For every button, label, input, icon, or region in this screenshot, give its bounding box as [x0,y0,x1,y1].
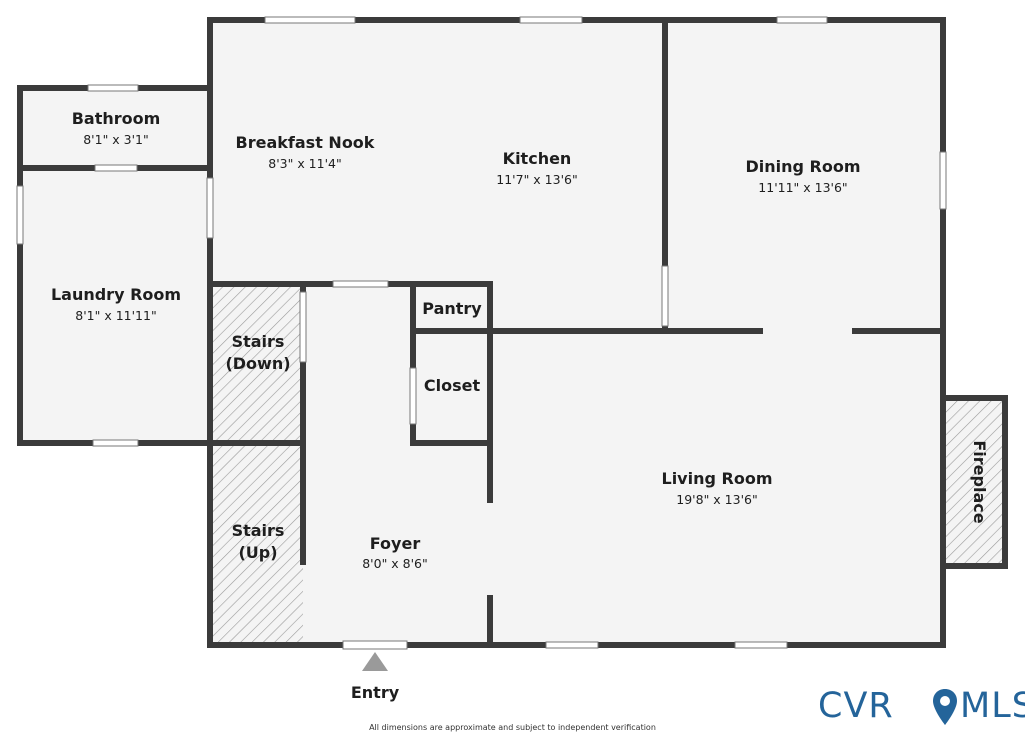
bathroom-dims: 8'1" x 3'1" [83,132,149,147]
logo-text-right: MLS [960,686,1025,726]
pantry-label: Pantry [422,299,482,318]
cvrmls-logo: CVR MLS [818,686,1025,726]
dining-label: Dining Room [745,157,860,176]
kitchen-label: Kitchen [503,149,572,168]
stairs-up-label-2: (Up) [238,543,277,562]
stairs-down-label-1: Stairs [232,332,285,351]
entry-arrow-icon [362,652,388,671]
floor-areas [20,20,1005,645]
foyer-dims: 8'0" x 8'6" [362,556,428,571]
fireplace-label: Fireplace [970,440,989,523]
map-pin-icon [933,689,957,725]
stairs-down-label-2: (Down) [225,354,290,373]
disclaimer: All dimensions are approximate and subje… [369,723,656,732]
living-label: Living Room [662,469,773,488]
foyer-label: Foyer [370,534,421,553]
breakfast-dims: 8'3" x 11'4" [268,156,341,171]
entry-label: Entry [350,683,400,702]
kitchen-dims: 11'7" x 13'6" [496,172,577,187]
fireplace-hatch [943,398,1005,566]
stairs-down-hatch [213,286,303,441]
bathroom-label: Bathroom [72,109,161,128]
windows [16,16,947,650]
dining-dims: 11'11" x 13'6" [758,180,847,195]
living-dims: 19'8" x 13'6" [676,492,757,507]
stairs-up-label-1: Stairs [232,521,285,540]
stairs-up-hatch [213,445,303,642]
breakfast-label: Breakfast Nook [236,133,375,152]
laundry-label: Laundry Room [51,285,181,304]
logo-text-left: CVR [818,686,894,726]
entry-door [342,640,408,650]
closet-label: Closet [424,376,481,395]
laundry-dims: 8'1" x 11'11" [75,308,156,323]
